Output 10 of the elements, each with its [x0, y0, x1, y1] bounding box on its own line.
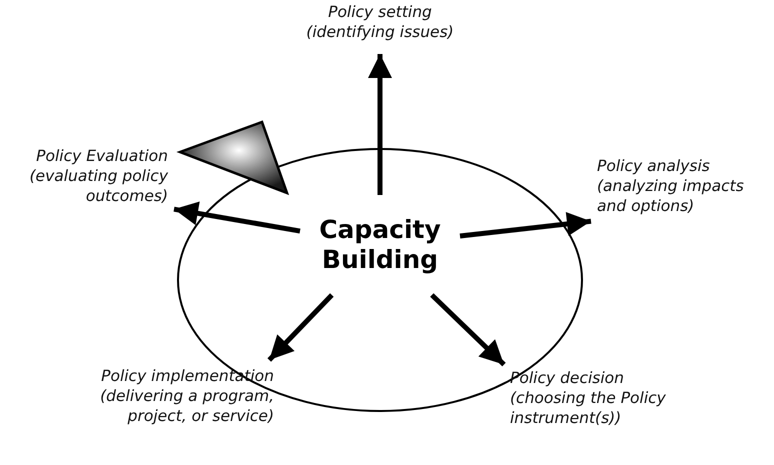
arrow	[460, 212, 592, 238]
arrow	[267, 293, 334, 362]
stage-label: Policy analysis (analyzing impacts and options)	[597, 156, 745, 216]
arrow	[174, 201, 300, 234]
arrow	[430, 293, 506, 366]
stage-label: Policy decision (choosing the Policy instrument(s))	[510, 368, 667, 428]
stage-label: Policy Evaluation (evaluating policy outcomes)	[28, 146, 168, 206]
arrow	[368, 54, 392, 195]
stage-label: Policy setting (identifying issues)	[305, 2, 455, 42]
center-label: Capacity Building	[318, 215, 442, 275]
